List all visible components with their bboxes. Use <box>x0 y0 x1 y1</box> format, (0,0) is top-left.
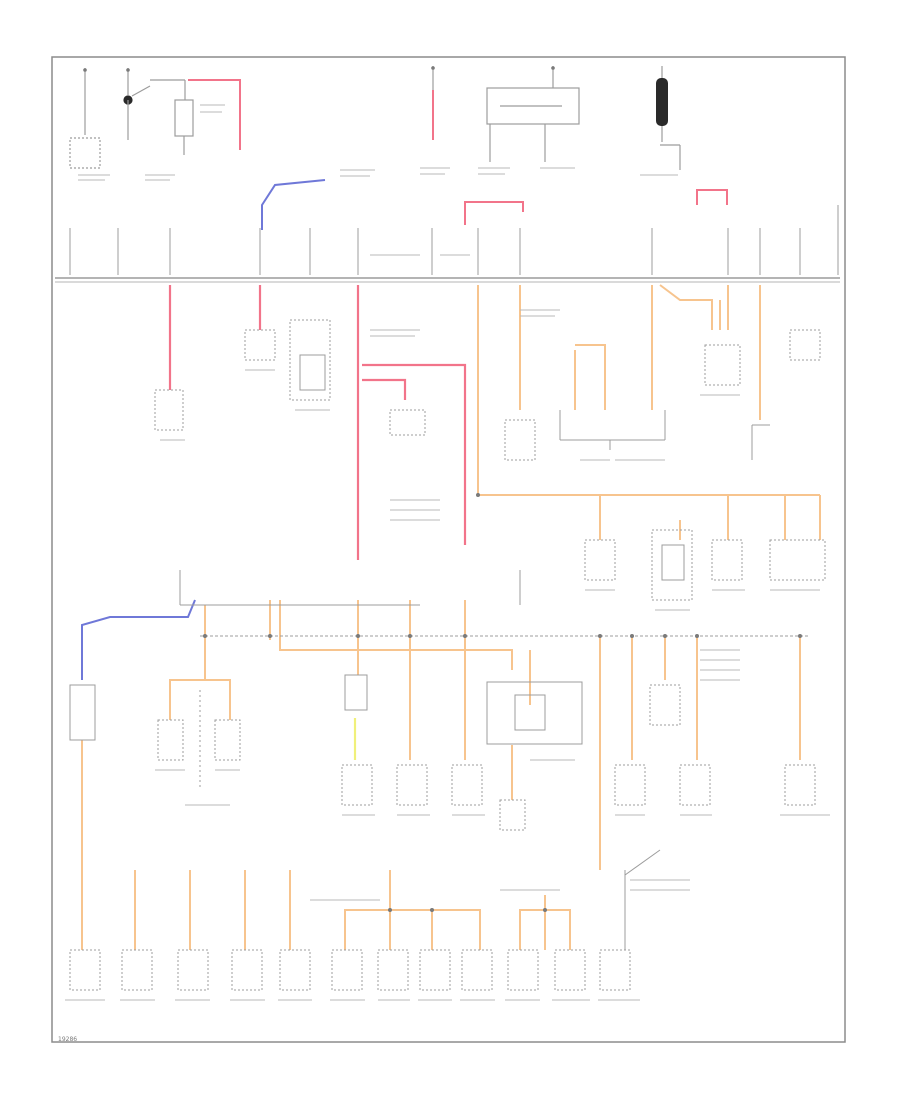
diagram-code: 19286 <box>58 1036 78 1043</box>
fuse-block-row <box>55 205 840 283</box>
red-wires-top <box>188 79 728 225</box>
component-boxes <box>69 319 826 991</box>
orange-wires <box>81 284 821 950</box>
connector-dots <box>83 66 802 912</box>
top-sources <box>69 66 681 170</box>
fusible-link <box>656 66 668 126</box>
gray-wires <box>179 410 810 950</box>
red-wires-main <box>168 285 467 560</box>
diagram-border <box>51 56 846 1043</box>
blue-wires <box>81 179 326 680</box>
label-placeholders <box>65 104 830 1001</box>
